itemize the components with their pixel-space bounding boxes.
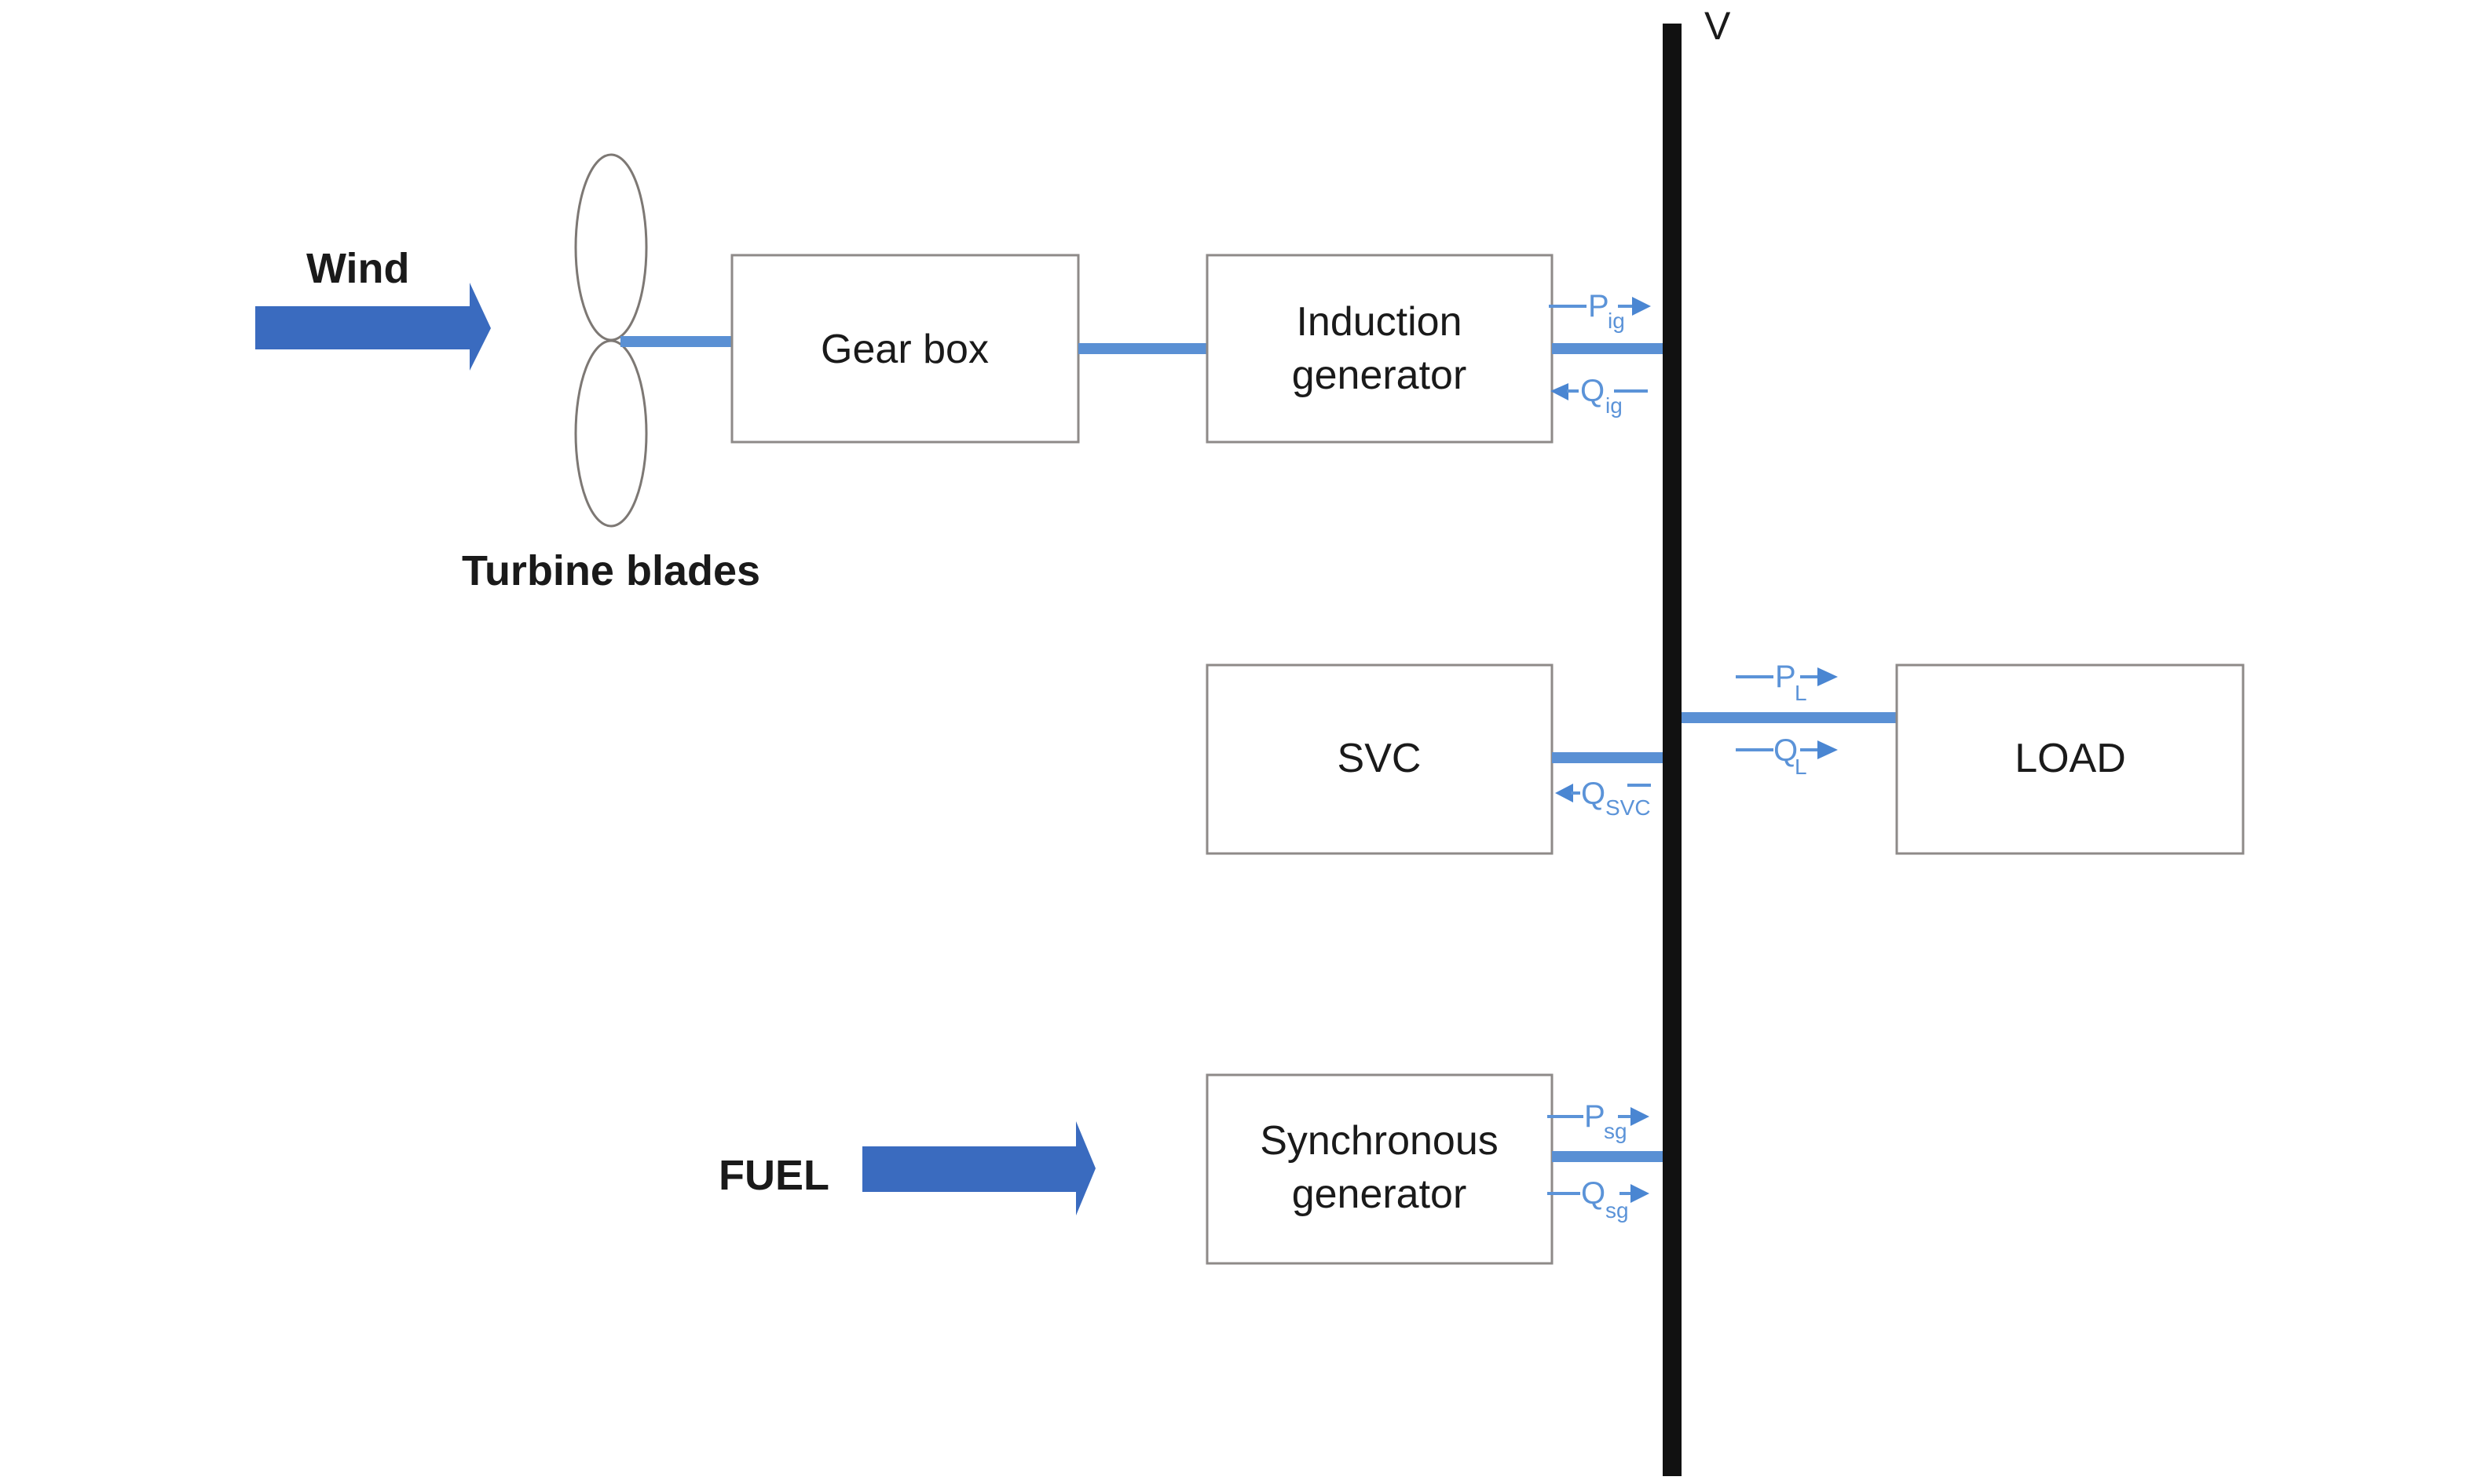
svg-text:P: P bbox=[1584, 1099, 1605, 1134]
svg-text:Q: Q bbox=[1580, 374, 1605, 408]
flow-q-svc: Q SVC bbox=[1555, 777, 1651, 820]
synchronous-generator-label-line2: generator bbox=[1292, 1171, 1467, 1217]
svc-block: SVC bbox=[1206, 663, 1554, 855]
svg-text:Q: Q bbox=[1581, 1176, 1605, 1211]
shaft-connector bbox=[620, 336, 732, 347]
turbine-blade-upper bbox=[574, 153, 648, 342]
svg-text:sg: sg bbox=[1605, 1198, 1629, 1223]
svg-text:L: L bbox=[1795, 755, 1807, 779]
induction-generator-label-line1: Induction bbox=[1296, 299, 1462, 345]
synchronous-generator-label-line1: Synchronous bbox=[1260, 1118, 1499, 1164]
svc-label: SVC bbox=[1338, 736, 1422, 781]
gearbox-generator-connector bbox=[1078, 343, 1207, 354]
arrow-right-icon bbox=[1630, 1184, 1649, 1203]
synchronous-generator-bus-connector bbox=[1552, 1151, 1663, 1162]
induction-generator-block: Induction generator bbox=[1206, 254, 1554, 444]
arrow-left-icon bbox=[1555, 784, 1573, 802]
bus-load-connector bbox=[1682, 712, 1897, 723]
turbine-blades-label: Turbine blades bbox=[462, 547, 760, 594]
bus-voltage-label: V bbox=[1704, 4, 1731, 48]
flow-q-sg: Q sg bbox=[1547, 1176, 1649, 1223]
gearbox-label: Gear box bbox=[821, 327, 989, 372]
induction-generator-label-line2: generator bbox=[1292, 353, 1467, 398]
induction-generator-bus-connector bbox=[1552, 343, 1663, 354]
load-block: LOAD bbox=[1895, 663, 2245, 855]
wind-arrow-icon bbox=[255, 283, 491, 371]
svg-text:sg: sg bbox=[1604, 1119, 1627, 1143]
load-label: LOAD bbox=[2015, 736, 2126, 781]
flow-q-ig: Q ig bbox=[1550, 374, 1648, 418]
svg-text:P: P bbox=[1775, 660, 1796, 694]
arrow-right-icon bbox=[1630, 1107, 1649, 1126]
svg-text:ig: ig bbox=[1605, 393, 1623, 418]
svg-text:P: P bbox=[1588, 289, 1609, 323]
svg-text:Q: Q bbox=[1773, 733, 1798, 768]
fuel-label: FUEL bbox=[719, 1152, 829, 1199]
svg-text:SVC: SVC bbox=[1605, 795, 1651, 820]
svg-text:L: L bbox=[1795, 681, 1807, 705]
synchronous-generator-block: Synchronous generator bbox=[1206, 1073, 1554, 1265]
arrow-right-icon bbox=[1632, 297, 1651, 316]
svg-text:ig: ig bbox=[1608, 309, 1625, 333]
svc-bus-connector bbox=[1552, 752, 1663, 763]
arrow-right-icon bbox=[1817, 740, 1838, 759]
gearbox-block: Gear box bbox=[730, 254, 1080, 444]
flow-p-l: P L bbox=[1736, 660, 1838, 705]
arrow-right-icon bbox=[1817, 667, 1838, 686]
bus-bar bbox=[1663, 24, 1682, 1476]
arrow-left-icon bbox=[1550, 383, 1568, 400]
turbine-blade-lower bbox=[574, 339, 648, 528]
svg-text:Q: Q bbox=[1581, 777, 1605, 811]
flow-p-sg: P sg bbox=[1547, 1099, 1649, 1143]
flow-q-l: Q L bbox=[1736, 733, 1838, 779]
wind-label: Wind bbox=[306, 245, 409, 292]
flow-p-ig: P ig bbox=[1549, 289, 1651, 333]
fuel-arrow-icon bbox=[862, 1121, 1096, 1215]
